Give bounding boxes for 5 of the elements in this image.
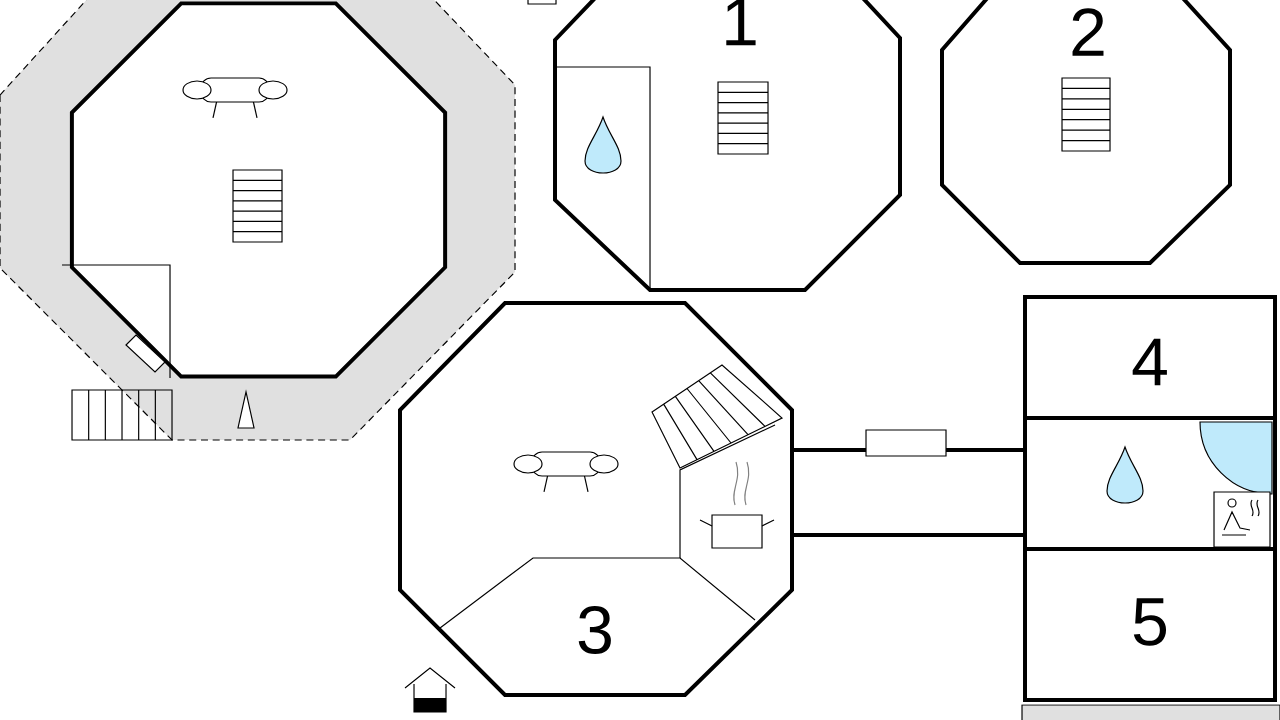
room-outline: 2 [940,0,1232,265]
room-outline: 4 [1023,295,1277,420]
room-outline: 5 [1023,547,1277,702]
room-outline [69,1,448,379]
room-outline: 3 [398,301,794,697]
